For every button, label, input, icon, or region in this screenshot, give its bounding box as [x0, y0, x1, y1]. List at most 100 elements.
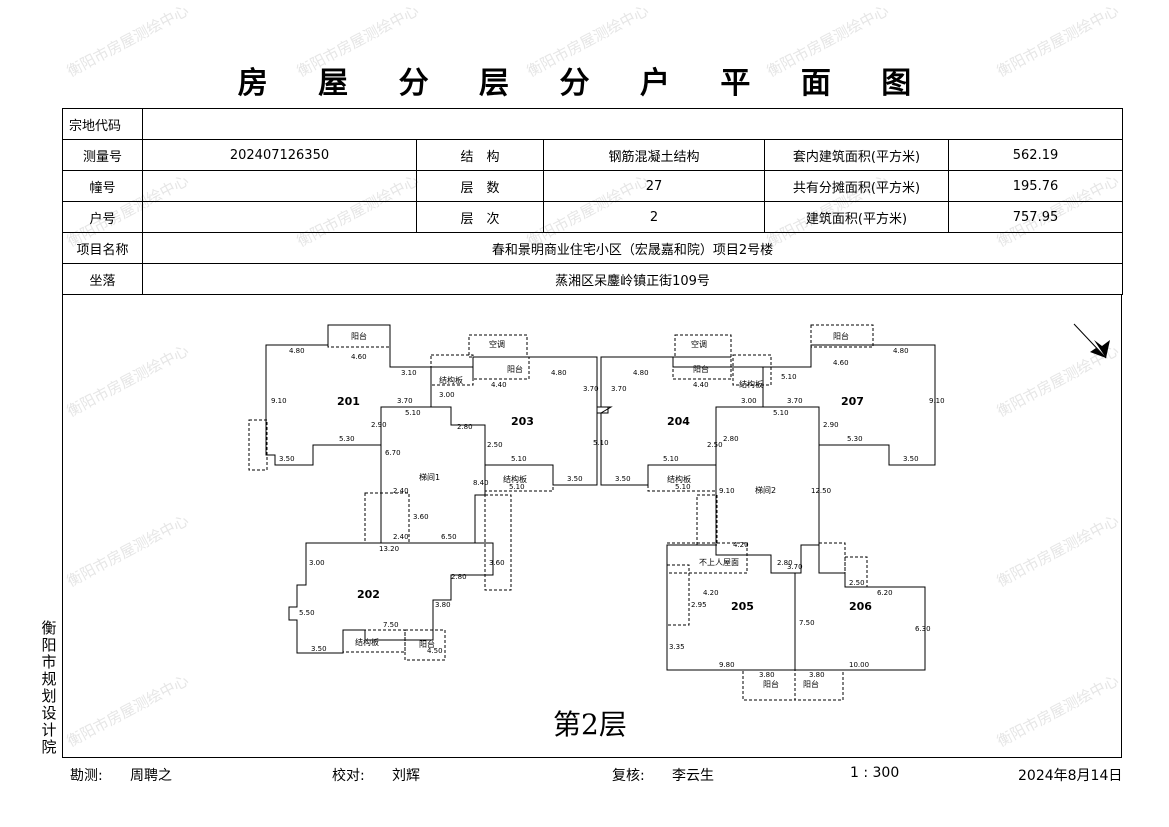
- structure-board-201: [430, 354, 474, 386]
- shared-area-label: 共有分摊面积(平方米): [764, 170, 949, 202]
- footer-reviewer-label: 复核:: [612, 768, 645, 784]
- floor-plan: 201 202 203 204 205 206 207 梯间1 梯间2 阳台 阳…: [62, 295, 1122, 758]
- dim-label: 9.10: [719, 487, 735, 495]
- parcel-code-label: 宗地代码: [62, 108, 143, 140]
- dim-label: 6.70: [385, 449, 401, 457]
- ac-206-right: [844, 556, 868, 588]
- dim-label: 3.50: [311, 645, 327, 653]
- unit-204-label: 204: [667, 415, 690, 428]
- dim-label: 5.10: [511, 455, 527, 463]
- dim-label: 5.10: [509, 483, 525, 491]
- balcony-207: [810, 324, 874, 348]
- dim-label: 9.10: [929, 397, 945, 405]
- location-label: 坐落: [62, 263, 143, 295]
- north-arrow-icon: [1073, 323, 1110, 359]
- dim-label: 3.50: [903, 455, 919, 463]
- balcony-label: 阳台: [351, 331, 367, 341]
- dim-label: 4.80: [633, 369, 649, 377]
- footer-date: 2024年8月14日: [1018, 768, 1123, 784]
- ac-206: [818, 542, 846, 574]
- dim-label: 3.70: [787, 563, 803, 571]
- unit-203-label: 203: [511, 415, 534, 428]
- structure-board-207: [732, 354, 772, 386]
- dim-label: 3.50: [615, 475, 631, 483]
- building-label: 幢号: [62, 170, 143, 202]
- dim-label: 10.00: [849, 661, 869, 669]
- location-value: 蒸湘区呆鏖岭镇正街109号: [141, 263, 1124, 295]
- unit-label: 户号: [62, 201, 143, 233]
- structure-board-label: 结构板: [503, 474, 527, 484]
- dim-label: 7.50: [383, 621, 399, 629]
- unit-value: [142, 201, 417, 233]
- stair-2-label: 梯间2: [755, 485, 776, 495]
- not-entering-roof: [666, 542, 748, 574]
- total-area-label: 建筑面积(平方米): [764, 201, 949, 233]
- dim-label: 2.40: [393, 487, 409, 495]
- project-value: 春和景明商业住宅小区（宏晟嘉和院）项目2号楼: [141, 232, 1124, 264]
- inner-area-value: 562.19: [947, 139, 1124, 171]
- dim-label: 3.50: [567, 475, 583, 483]
- ac-205-left: [666, 564, 690, 626]
- dim-label: 13.20: [379, 545, 399, 553]
- ac-label: 空调: [489, 339, 505, 349]
- ac-label: 空调: [691, 339, 707, 349]
- dim-label: 4.40: [491, 381, 507, 389]
- dim-label: 4.50: [427, 647, 443, 655]
- flower-bed-201: [364, 492, 410, 544]
- footer-scale: 1 : 300: [850, 765, 900, 781]
- dim-label: 3.70: [611, 385, 627, 393]
- unit-207-outline: [762, 344, 936, 466]
- dim-label: 4.20: [703, 589, 719, 597]
- dim-label: 3.70: [397, 397, 413, 405]
- unit-201-label: 201: [337, 395, 360, 408]
- structure-board-label: 结构板: [739, 379, 763, 389]
- dim-label: 6.20: [877, 589, 893, 597]
- dim-label: 2.90: [371, 421, 387, 429]
- dim-label: 5.30: [847, 435, 863, 443]
- dim-label: 4.60: [833, 359, 849, 367]
- dim-label: 3.35: [669, 643, 685, 651]
- unit-202-label: 202: [357, 588, 380, 601]
- footer-checker-label: 校对:: [332, 768, 365, 784]
- inner-area-label: 套内建筑面积(平方米): [764, 139, 949, 171]
- not-entering-roof-label: 不上人屋面: [699, 558, 739, 567]
- floor-plan-drawing: 201 202 203 204 205 206 207 梯间1 梯间2 阳台 阳…: [248, 324, 945, 701]
- footer-reviewer: 李云生: [672, 768, 714, 784]
- structure-board-203: [484, 464, 554, 492]
- dim-label: 4.40: [693, 381, 709, 389]
- side-text: 衡阳市规划设计院: [41, 619, 57, 756]
- dim-label: 7.50: [799, 619, 815, 627]
- dim-label: 3.00: [309, 559, 325, 567]
- dim-label: 5.10: [781, 373, 797, 381]
- dim-label: 6.50: [441, 533, 457, 541]
- balcony-label: 阳台: [833, 331, 849, 341]
- floor-no-value: 2: [543, 201, 765, 233]
- unit-207-label: 207: [841, 395, 864, 408]
- dim-label: 4.80: [893, 347, 909, 355]
- survey-no-label: 测量号: [62, 139, 143, 171]
- ac-201-side: [248, 419, 268, 471]
- dim-label: 5.10: [593, 439, 609, 447]
- dim-label: 5.50: [299, 609, 315, 617]
- dim-label: 2.80: [723, 435, 739, 443]
- dim-label: 3.70: [583, 385, 599, 393]
- dim-label: 3.80: [809, 671, 825, 679]
- dim-label: 9.10: [271, 397, 287, 405]
- info-table: 宗地代码 测量号 202407126350 结 构 钢筋混凝土结构 套内建筑面积…: [62, 108, 1124, 295]
- dim-label: 3.10: [401, 369, 417, 377]
- stair-1-label: 梯间1: [419, 472, 440, 482]
- balcony-label: 阳台: [507, 364, 523, 374]
- ac-204: [674, 334, 732, 358]
- dim-label: 6.30: [915, 625, 931, 633]
- dim-label: 3.60: [413, 513, 429, 521]
- balcony-label: 阳台: [693, 364, 709, 374]
- floor-label: 第2层: [553, 708, 627, 741]
- project-label: 项目名称: [62, 232, 143, 264]
- dim-label: 5.10: [405, 409, 421, 417]
- dim-label: 5.30: [339, 435, 355, 443]
- dim-label: 2.40: [393, 533, 409, 541]
- balcony-206: [794, 669, 844, 701]
- building-value: [142, 170, 417, 202]
- dim-label: 2.50: [487, 441, 503, 449]
- dim-label: 3.50: [279, 455, 295, 463]
